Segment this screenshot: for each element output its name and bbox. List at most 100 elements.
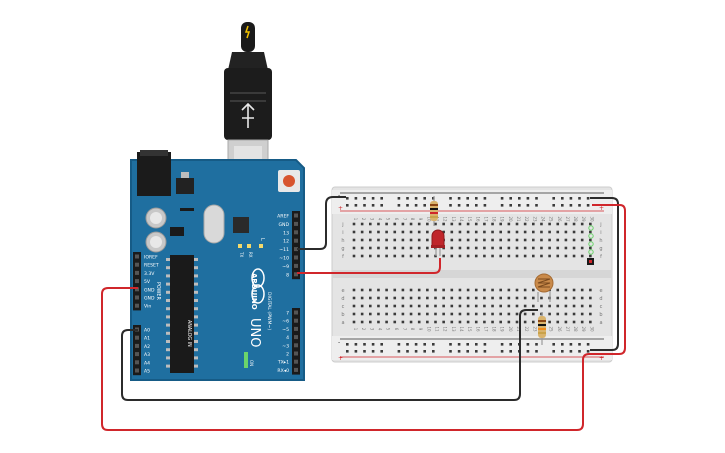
breadboard-hole[interactable] bbox=[572, 288, 576, 292]
wire-gnd[interactable] bbox=[297, 196, 346, 250]
breadboard-hole[interactable] bbox=[507, 246, 511, 250]
rail-hole[interactable] bbox=[569, 350, 573, 353]
rail-hole[interactable] bbox=[380, 350, 383, 353]
breadboard-hole[interactable] bbox=[523, 320, 527, 324]
breadboard-hole[interactable] bbox=[360, 296, 364, 300]
breadboard-hole[interactable] bbox=[491, 246, 494, 250]
breadboard-hole[interactable] bbox=[450, 288, 454, 292]
resistor-led[interactable] bbox=[430, 196, 438, 226]
breadboard-hole[interactable] bbox=[589, 320, 592, 324]
header-pin[interactable] bbox=[294, 310, 298, 315]
breadboard-hole[interactable] bbox=[352, 238, 356, 242]
rail-hole[interactable] bbox=[475, 343, 478, 346]
resistor-ldr[interactable] bbox=[538, 312, 546, 345]
breadboard-hole[interactable] bbox=[540, 238, 543, 242]
breadboard-hole[interactable] bbox=[564, 222, 568, 226]
breadboard-hole[interactable] bbox=[466, 222, 470, 226]
breadboard-hole[interactable] bbox=[515, 320, 519, 324]
breadboard-hole[interactable] bbox=[523, 304, 527, 308]
rail-hole[interactable] bbox=[535, 204, 538, 207]
breadboard-hole[interactable] bbox=[507, 320, 511, 324]
breadboard-hole[interactable] bbox=[385, 296, 388, 300]
rail-hole[interactable] bbox=[561, 343, 564, 346]
rail-hole[interactable] bbox=[483, 197, 487, 200]
breadboard-hole[interactable] bbox=[548, 312, 551, 316]
breadboard-hole[interactable] bbox=[580, 238, 584, 242]
breadboard-hole[interactable] bbox=[401, 230, 405, 234]
breadboard-hole[interactable] bbox=[458, 222, 462, 226]
breadboard-hole[interactable] bbox=[401, 222, 405, 226]
breadboard-hole[interactable] bbox=[369, 246, 372, 250]
breadboard-hole[interactable] bbox=[393, 288, 397, 292]
wire-pin11-led[interactable] bbox=[297, 258, 441, 274]
breadboard-hole[interactable] bbox=[385, 304, 388, 308]
breadboard-hole[interactable] bbox=[434, 222, 437, 226]
header-pin[interactable] bbox=[294, 263, 298, 268]
breadboard-hole[interactable] bbox=[426, 296, 429, 300]
breadboard-hole[interactable] bbox=[548, 246, 551, 250]
wire-rail-gnd-bridge[interactable] bbox=[590, 197, 619, 351]
breadboard-hole[interactable] bbox=[401, 312, 405, 316]
breadboard-hole[interactable] bbox=[507, 230, 511, 234]
breadboard-hole[interactable] bbox=[442, 222, 445, 226]
rail-hole[interactable] bbox=[363, 350, 366, 353]
breadboard-hole[interactable] bbox=[377, 304, 380, 308]
breadboard-hole[interactable] bbox=[491, 312, 494, 316]
breadboard-hole[interactable] bbox=[369, 312, 372, 316]
rail-hole[interactable] bbox=[354, 343, 358, 346]
rail-hole[interactable] bbox=[526, 197, 530, 200]
header-pin[interactable] bbox=[294, 272, 298, 277]
digital-header-top[interactable] bbox=[292, 211, 300, 280]
breadboard-hole[interactable] bbox=[523, 238, 527, 242]
breadboard-hole[interactable] bbox=[450, 238, 454, 242]
breadboard-hole[interactable] bbox=[548, 320, 551, 324]
breadboard-hole[interactable] bbox=[466, 296, 470, 300]
breadboard-hole[interactable] bbox=[426, 238, 429, 242]
breadboard-hole[interactable] bbox=[523, 296, 527, 300]
rail-hole[interactable] bbox=[535, 343, 538, 346]
breadboard-hole[interactable] bbox=[352, 296, 356, 300]
breadboard-hole[interactable] bbox=[466, 304, 470, 308]
rail-hole[interactable] bbox=[354, 350, 358, 353]
breadboard-hole[interactable] bbox=[540, 296, 543, 300]
rail-hole[interactable] bbox=[552, 197, 555, 200]
breadboard-hole[interactable] bbox=[377, 246, 380, 250]
header-pin[interactable] bbox=[294, 343, 298, 348]
rail-hole[interactable] bbox=[432, 343, 435, 346]
rail-hole[interactable] bbox=[518, 204, 521, 207]
breadboard-hole[interactable] bbox=[499, 254, 502, 258]
breadboard-hole[interactable] bbox=[589, 312, 592, 316]
breadboard-hole[interactable] bbox=[466, 238, 470, 242]
rail-hole[interactable] bbox=[354, 204, 358, 207]
breadboard-hole[interactable] bbox=[369, 238, 372, 242]
breadboard-hole[interactable] bbox=[377, 254, 380, 258]
breadboard-hole[interactable] bbox=[434, 320, 437, 324]
breadboard-hole[interactable] bbox=[450, 320, 454, 324]
breadboard-hole[interactable] bbox=[474, 304, 478, 308]
breadboard-hole[interactable] bbox=[589, 304, 592, 308]
breadboard-hole[interactable] bbox=[523, 222, 527, 226]
breadboard-hole[interactable] bbox=[442, 304, 445, 308]
rail-hole[interactable] bbox=[363, 343, 366, 346]
breadboard-hole[interactable] bbox=[434, 296, 437, 300]
breadboard-hole[interactable] bbox=[450, 296, 454, 300]
breadboard-hole[interactable] bbox=[409, 230, 413, 234]
digital-header-bottom[interactable] bbox=[292, 308, 300, 375]
rail-hole[interactable] bbox=[569, 204, 573, 207]
breadboard-hole[interactable] bbox=[523, 246, 527, 250]
breadboard-hole[interactable] bbox=[466, 320, 470, 324]
breadboard-hole[interactable] bbox=[360, 238, 364, 242]
breadboard-hole[interactable] bbox=[409, 254, 413, 258]
breadboard-hole[interactable] bbox=[483, 230, 486, 234]
header-pin[interactable] bbox=[294, 221, 298, 226]
breadboard-hole[interactable] bbox=[450, 246, 454, 250]
rail-hole[interactable] bbox=[406, 197, 409, 200]
breadboard-hole[interactable] bbox=[499, 288, 502, 292]
breadboard-hole[interactable] bbox=[426, 304, 429, 308]
rail-hole[interactable] bbox=[449, 343, 452, 346]
breadboard-hole[interactable] bbox=[450, 230, 454, 234]
rail-hole[interactable] bbox=[578, 197, 581, 200]
breadboard-hole[interactable] bbox=[556, 246, 560, 250]
breadboard-hole[interactable] bbox=[450, 304, 454, 308]
breadboard-hole[interactable] bbox=[360, 304, 364, 308]
